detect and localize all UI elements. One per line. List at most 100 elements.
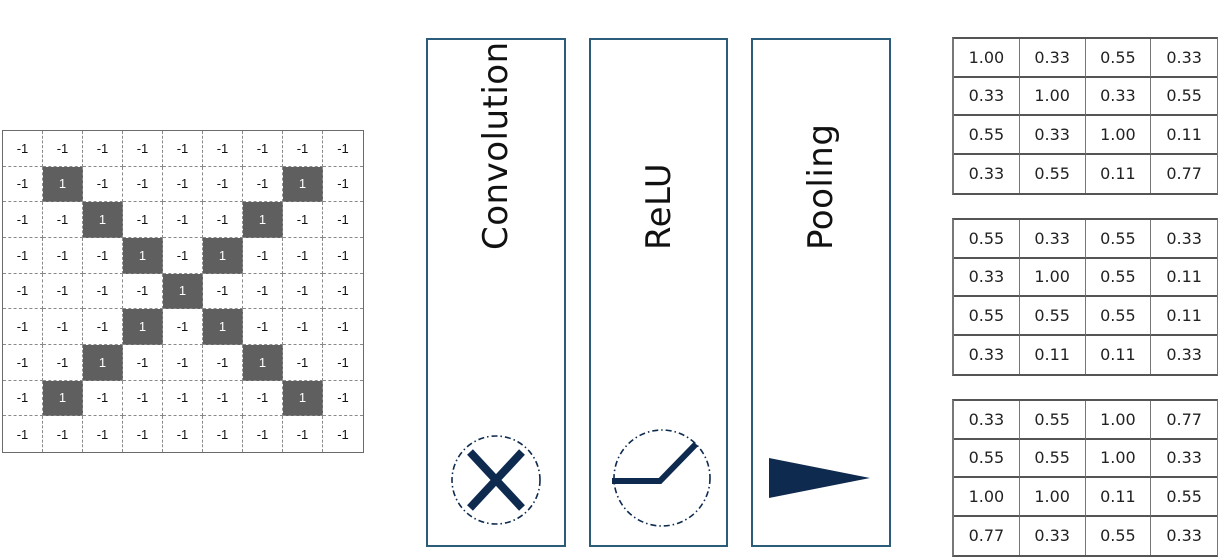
input-grid-cell: -1 — [43, 273, 83, 310]
input-grid-cell: 1 — [283, 380, 323, 417]
input-grid-cell: -1 — [163, 380, 203, 417]
matrix-cell: 0.55 — [1085, 39, 1152, 78]
matrix-cell: 1.00 — [1085, 401, 1152, 440]
input-grid-cell: -1 — [43, 345, 83, 381]
input-grid-cell: -1 — [3, 416, 43, 452]
matrix-cell: 0.55 — [1020, 154, 1086, 193]
input-grid-cell: -1 — [123, 416, 163, 452]
input-grid-cell: -1 — [163, 309, 203, 345]
matrix-cell: 0.55 — [954, 439, 1020, 478]
input-grid-cell: 1 — [43, 380, 83, 417]
matrix-cell: 0.33 — [954, 258, 1020, 297]
input-grid-cell: -1 — [83, 166, 123, 203]
matrix-cell: 0.11 — [1086, 154, 1152, 193]
input-grid-cell: -1 — [43, 238, 83, 274]
input-grid-cell: -1 — [83, 380, 123, 417]
input-grid-cell: -1 — [83, 238, 123, 274]
input-grid-cell: -1 — [243, 238, 283, 274]
input-grid-cell: 1 — [283, 166, 323, 203]
input-grid-cell: -1 — [323, 345, 363, 381]
input-grid-cell: -1 — [323, 202, 363, 238]
input-grid-cell: -1 — [3, 345, 43, 381]
input-grid-cell: -1 — [3, 238, 43, 274]
input-grid-cell: -1 — [323, 166, 363, 203]
matrix-cell: 0.55 — [1019, 439, 1086, 478]
input-grid-cell: -1 — [3, 309, 43, 345]
input-grid-cell: -1 — [243, 416, 283, 452]
matrix-cell: 0.33 — [1019, 116, 1086, 155]
matrix-cell: 0.55 — [1086, 516, 1152, 555]
input-grid-cell: -1 — [323, 131, 363, 167]
matrix-cell: 0.55 — [1019, 401, 1086, 440]
input-grid-cell: -1 — [203, 416, 243, 452]
matrix-cell: 1.00 — [1019, 478, 1086, 517]
input-grid-cell: -1 — [163, 202, 203, 238]
input-grid-cell: -1 — [243, 131, 283, 167]
input-grid-cell: -1 — [83, 416, 123, 452]
matrix-cell: 0.55 — [1085, 258, 1152, 297]
input-grid-cell: -1 — [3, 131, 43, 167]
input-grid-cell: 1 — [243, 345, 283, 381]
input-grid-cell: -1 — [203, 273, 243, 310]
matrix-cell: 1.00 — [1019, 258, 1086, 297]
matrix-cell: 0.55 — [1085, 297, 1152, 336]
matrix-cell: 0.33 — [1019, 39, 1086, 78]
matrix-cell: 0.33 — [954, 77, 1020, 116]
matrix-cell: 1.00 — [1085, 116, 1152, 155]
cross-in-dashed-circle-icon — [451, 435, 541, 525]
matrix-cell: 0.77 — [1151, 401, 1217, 440]
input-grid-cell: -1 — [203, 166, 243, 203]
input-grid-cell: -1 — [283, 345, 323, 381]
input-grid-cell: -1 — [323, 380, 363, 417]
input-grid-cell: -1 — [283, 309, 323, 345]
matrix-cell: 0.55 — [1019, 297, 1086, 336]
relu-label: ReLU — [638, 162, 679, 250]
input-grid-cell: -1 — [3, 202, 43, 238]
input-grid-cell: -1 — [43, 202, 83, 238]
pooling-label: Pooling — [801, 123, 841, 250]
matrix-cell: 0.33 — [1020, 516, 1086, 555]
input-grid-cell: 1 — [203, 238, 243, 274]
input-grid-cell: -1 — [83, 273, 123, 310]
input-grid-cell: -1 — [123, 273, 163, 310]
matrix-cell: 1.00 — [1085, 439, 1152, 478]
input-grid-cell: -1 — [323, 273, 363, 310]
input-grid-cell: 1 — [43, 166, 83, 203]
input-grid-cell: -1 — [243, 309, 283, 345]
input-grid-cell: -1 — [3, 273, 43, 310]
input-grid-cell: -1 — [283, 273, 323, 310]
input-grid-cell: -1 — [243, 273, 283, 310]
matrix-cell: 0.11 — [1151, 116, 1217, 155]
matrix-cell: 0.33 — [954, 401, 1020, 440]
matrix-cell: 0.33 — [1085, 77, 1152, 116]
matrix-cell: 0.77 — [954, 516, 1020, 555]
matrix-cell: 1.00 — [954, 478, 1020, 517]
relu-curve-in-dashed-circle-icon — [611, 429, 711, 527]
input-grid-cell: -1 — [43, 131, 83, 167]
input-grid-cell: 1 — [123, 309, 163, 345]
matrix-cell: 0.33 — [954, 335, 1020, 374]
input-grid-cell: -1 — [283, 416, 323, 452]
input-grid-cell: -1 — [123, 202, 163, 238]
matrix-cell: 0.33 — [1151, 39, 1217, 78]
matrix-cell: 0.55 — [1085, 220, 1152, 259]
matrix-cell: 0.55 — [954, 116, 1020, 155]
input-grid-cell: 1 — [203, 309, 243, 345]
input-grid-cell: -1 — [123, 345, 163, 381]
input-grid-cell: -1 — [43, 309, 83, 345]
input-grid-cell: -1 — [163, 416, 203, 452]
input-grid-cell: -1 — [163, 131, 203, 167]
input-grid-cell: -1 — [123, 380, 163, 417]
matrix-cell: 0.11 — [1020, 335, 1086, 374]
matrix-cell: 1.00 — [1019, 77, 1086, 116]
input-grid-cell: -1 — [203, 131, 243, 167]
input-grid-cell: -1 — [283, 238, 323, 274]
input-grid-cell: -1 — [203, 202, 243, 238]
input-grid-cell: -1 — [163, 166, 203, 203]
input-grid-cell: -1 — [323, 309, 363, 345]
matrix-cell: 0.33 — [1166, 526, 1202, 546]
input-grid-cell: -1 — [283, 131, 323, 167]
